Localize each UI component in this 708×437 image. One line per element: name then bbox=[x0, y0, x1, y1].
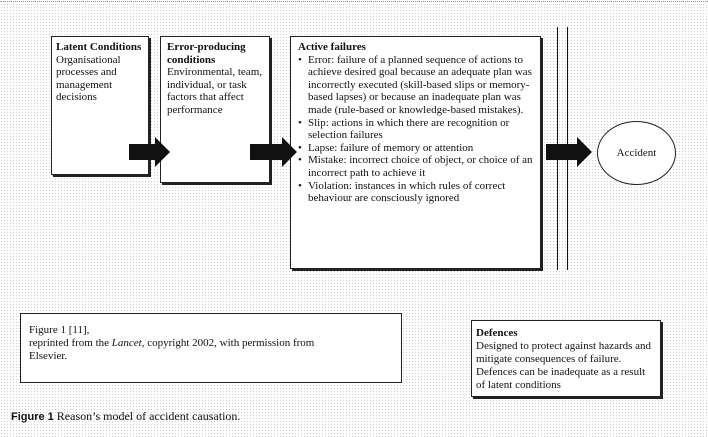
active-failure-item-slip: Slip: actions in which there are recogni… bbox=[298, 117, 534, 142]
active-failures-list: Error: failure of a planned sequence of … bbox=[298, 54, 534, 205]
active-failure-item-mistake: Mistake: incorrect choice of object, or … bbox=[298, 154, 534, 179]
defences-box: Defences Designed to protect against haz… bbox=[471, 320, 661, 397]
figure-reprint-note-box: Figure 1 [11], reprinted from the Lancet… bbox=[20, 313, 402, 383]
arrow-epc-to-active bbox=[250, 137, 297, 167]
error-producing-conditions-text: Environmental, team, individual, or task… bbox=[167, 66, 262, 116]
figure-note-line-2-post: , copyright 2002, with permission from bbox=[141, 337, 315, 349]
error-producing-conditions-title: Error-producing conditions bbox=[167, 41, 246, 66]
accident-label: Accident bbox=[616, 147, 657, 159]
active-failure-item-violation: Violation: instances in which rules of c… bbox=[298, 180, 534, 205]
latent-conditions-text: Organisational processes and management … bbox=[56, 53, 121, 104]
top-dotted-rule bbox=[0, 1, 708, 2]
arrow-latent-to-epc bbox=[129, 137, 170, 167]
barrier-line-left bbox=[557, 27, 558, 270]
figure-note-line-2-pre: reprinted from the bbox=[29, 337, 112, 349]
barrier-line-right bbox=[567, 27, 568, 270]
figure-caption-label: Figure 1 bbox=[11, 411, 54, 423]
active-failure-item-error: Error: failure of a planned sequence of … bbox=[298, 54, 534, 117]
active-failure-item-lapse: Lapse: failure of memory or attention bbox=[298, 142, 534, 155]
figure-note-line-1: Figure 1 [11], bbox=[29, 324, 90, 336]
latent-conditions-box: Latent Conditions Organisational process… bbox=[51, 36, 149, 175]
error-producing-conditions-box: Error-producing conditions Environmental… bbox=[160, 36, 270, 183]
figure-note-line-3: Elsevier. bbox=[29, 350, 68, 362]
figure-note-line-2: reprinted from the Lancet, copyright 200… bbox=[29, 337, 393, 350]
figure-caption: Figure 1 Reason’s model of accident caus… bbox=[11, 409, 240, 424]
accident-ellipse: Accident bbox=[597, 121, 676, 185]
latent-conditions-title: Latent Conditions bbox=[56, 41, 142, 53]
active-failures-box: Active failures Error: failure of a plan… bbox=[290, 36, 541, 269]
figure-note-journal: Lancet bbox=[111, 337, 142, 349]
defences-text: Designed to protect against hazards and … bbox=[476, 340, 652, 391]
defences-title: Defences bbox=[476, 327, 518, 339]
active-failures-title: Active failures bbox=[298, 41, 366, 53]
arrow-defences-to-accident bbox=[546, 137, 592, 167]
figure-caption-text: Reason’s model of accident causation. bbox=[56, 409, 241, 423]
